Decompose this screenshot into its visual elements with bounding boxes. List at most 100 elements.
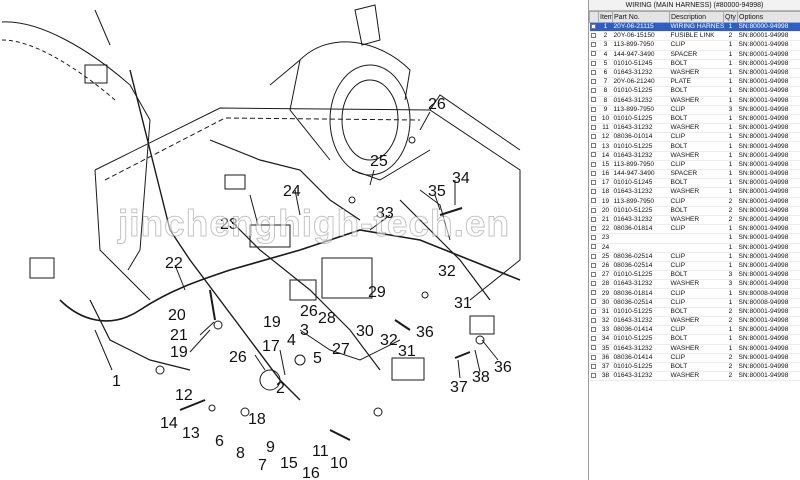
row-checkbox[interactable] [590, 51, 596, 57]
row-checkbox[interactable] [590, 271, 596, 277]
quantity-cell: 1 [723, 114, 738, 125]
description-cell: BOLT [669, 334, 724, 345]
row-checkbox[interactable] [590, 134, 596, 140]
row-checkbox[interactable] [590, 143, 596, 149]
row-checkbox[interactable] [590, 152, 596, 158]
row-checkbox[interactable] [590, 262, 596, 268]
row-checkbox[interactable] [590, 225, 596, 231]
header-options[interactable]: Options [737, 11, 800, 23]
row-checkbox[interactable] [590, 363, 596, 369]
row-checkbox[interactable] [590, 42, 596, 48]
row-checkbox[interactable] [590, 115, 596, 121]
row-checkbox[interactable] [590, 198, 596, 204]
row-checkbox[interactable] [590, 244, 596, 250]
part-number-cell [612, 233, 670, 244]
row-checkbox[interactable] [590, 235, 596, 241]
row-checkbox[interactable] [590, 308, 596, 314]
description-cell: WASHER [669, 68, 724, 79]
row-checkbox[interactable] [590, 345, 596, 351]
row-checkbox[interactable] [590, 253, 596, 259]
options-cell: SN:80000-94998 [737, 22, 800, 33]
header-part-no[interactable]: Part No. [612, 11, 670, 23]
row-checkbox[interactable] [590, 317, 596, 323]
options-cell: SN:80001-94998 [737, 224, 800, 235]
row-checkbox-cell [589, 215, 599, 226]
row-checkbox[interactable] [590, 170, 596, 176]
row-checkbox[interactable] [590, 33, 596, 39]
header-description[interactable]: Description [669, 11, 724, 23]
row-checkbox[interactable] [590, 207, 596, 213]
row-checkbox[interactable] [590, 281, 596, 287]
row-checkbox[interactable] [590, 161, 596, 167]
header-qty[interactable]: Qty [723, 11, 738, 23]
row-checkbox[interactable] [590, 216, 596, 222]
row-checkbox[interactable] [590, 299, 596, 305]
row-checkbox[interactable] [590, 354, 596, 360]
row-checkbox[interactable] [590, 97, 596, 103]
part-number-cell: 01643-31232 [612, 316, 670, 327]
row-checkbox[interactable] [590, 60, 596, 66]
row-checkbox[interactable] [590, 69, 596, 75]
header-item[interactable]: Item [598, 11, 613, 23]
row-checkbox[interactable] [590, 88, 596, 94]
row-checkbox[interactable] [590, 124, 596, 130]
row-checkbox[interactable] [590, 336, 596, 342]
row-checkbox[interactable] [590, 23, 596, 29]
part-number-cell: 01010-51245 [612, 59, 670, 69]
row-checkbox[interactable] [590, 189, 596, 195]
row-checkbox[interactable] [590, 372, 596, 378]
quantity-cell: 1 [723, 187, 738, 198]
row-checkbox[interactable] [590, 327, 596, 333]
quantity-cell: 1 [723, 325, 738, 336]
part-number-cell: 01643-31232 [612, 123, 670, 134]
row-checkbox[interactable] [590, 180, 596, 186]
row-checkbox[interactable] [590, 106, 596, 112]
row-checkbox[interactable] [590, 78, 596, 84]
row-checkbox[interactable] [590, 290, 596, 296]
callout-8: 8 [236, 445, 245, 462]
row-checkbox-cell [589, 206, 599, 216]
item-number-cell: 23 [598, 233, 613, 244]
quantity-cell: 1 [723, 50, 738, 60]
options-cell: SN:80008-94998 [737, 288, 800, 299]
